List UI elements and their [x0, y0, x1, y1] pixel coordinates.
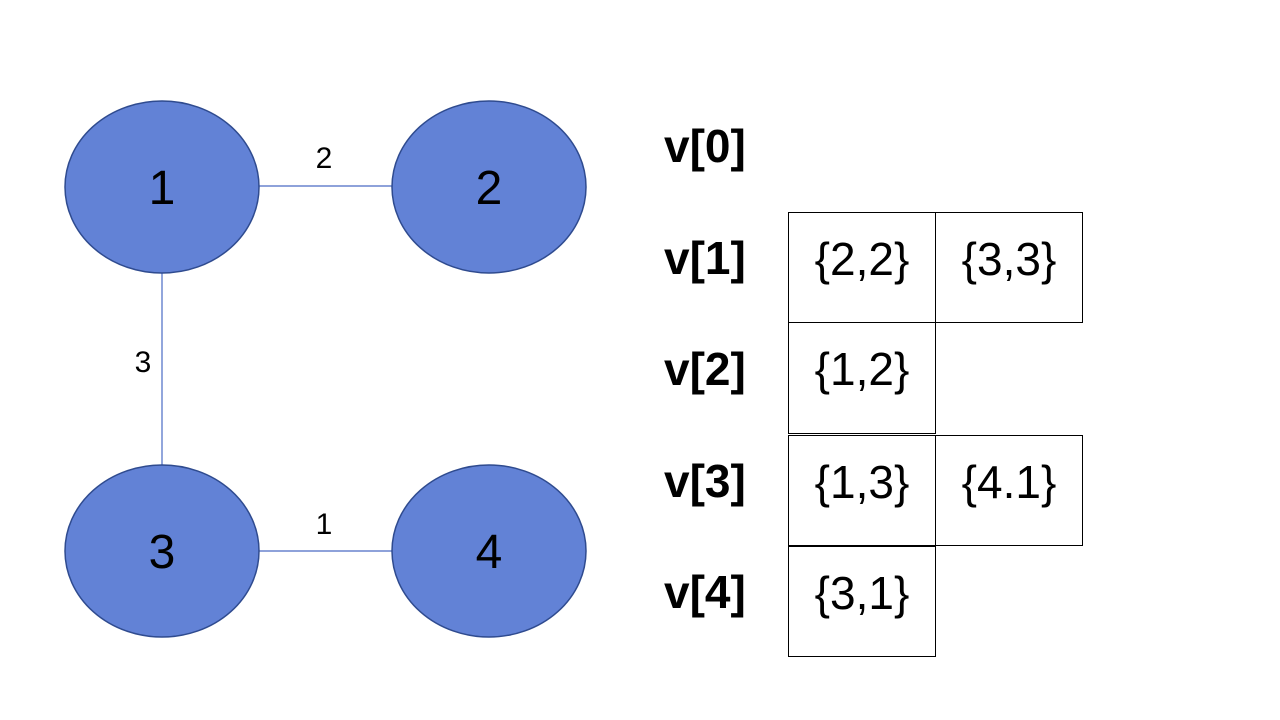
- node-1-circle: [64, 100, 260, 274]
- cell-v1-0: {2,2}: [788, 212, 936, 323]
- node-4: 4: [391, 464, 587, 638]
- row-label-v1: v[1]: [664, 232, 746, 284]
- node-4-label: 4: [476, 526, 503, 579]
- cell-v4-0: {3,1}: [788, 546, 936, 657]
- edge-weight-3-4: 1: [316, 508, 333, 541]
- node-2-label: 2: [476, 162, 503, 215]
- node-4-circle: [391, 464, 587, 638]
- edge-weight-1-2: 2: [316, 142, 333, 175]
- cell-v1-1: {3,3}: [935, 212, 1083, 323]
- node-1-label: 1: [149, 162, 176, 215]
- row-label-v3: v[3]: [664, 455, 746, 507]
- edge-weight-1-3: 3: [135, 346, 152, 379]
- node-2-circle: [391, 100, 587, 274]
- cell-v3-1: {4.1}: [935, 435, 1083, 546]
- node-3: 3: [64, 464, 260, 638]
- cell-v2-0: {1,2}: [788, 323, 936, 434]
- node-3-circle: [64, 464, 260, 638]
- node-2: 2: [391, 100, 587, 274]
- row-label-v2: v[2]: [664, 343, 746, 395]
- row-label-v4: v[4]: [664, 566, 746, 618]
- row-label-v0: v[0]: [664, 120, 746, 172]
- node-3-label: 3: [149, 526, 176, 579]
- node-1: 1: [64, 100, 260, 274]
- cell-v3-0: {1,3}: [788, 435, 936, 546]
